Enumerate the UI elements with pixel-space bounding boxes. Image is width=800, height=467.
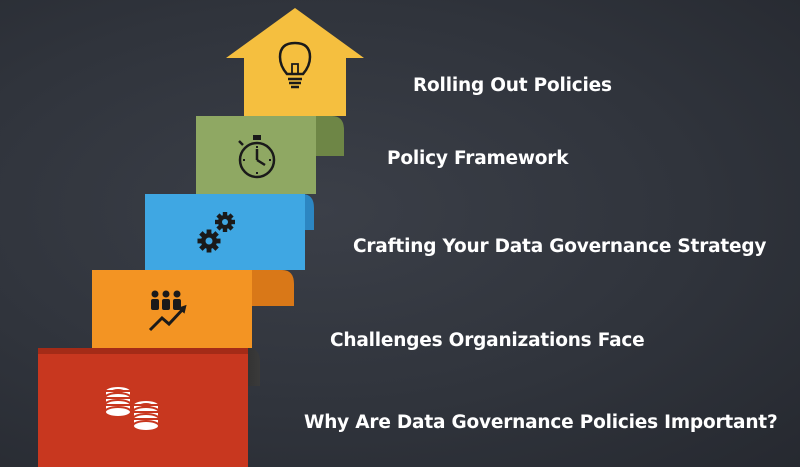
step-2-orange	[92, 270, 294, 348]
step-label-crafting-strategy: Crafting Your Data Governance Strategy	[353, 236, 767, 257]
coins-icon	[104, 385, 160, 432]
team-growth-icon	[148, 290, 187, 332]
step-3-blue	[145, 194, 314, 270]
step-5-arrow-shape	[226, 8, 364, 116]
step-5-arrow	[226, 8, 364, 116]
step-2-block	[92, 270, 252, 348]
gears-icon	[197, 212, 235, 253]
step-1-shade	[38, 348, 248, 354]
step-label-challenges: Challenges Organizations Face	[330, 330, 645, 351]
step-label-rolling-out: Rolling Out Policies	[413, 75, 612, 96]
step-1-red	[38, 348, 260, 467]
step-label-why-important: Why Are Data Governance Policies Importa…	[304, 412, 778, 433]
step-label-policy-framework: Policy Framework	[387, 148, 569, 169]
step-4-green	[196, 116, 344, 194]
stopwatch-icon	[238, 135, 276, 179]
lightbulb-icon	[278, 41, 312, 89]
